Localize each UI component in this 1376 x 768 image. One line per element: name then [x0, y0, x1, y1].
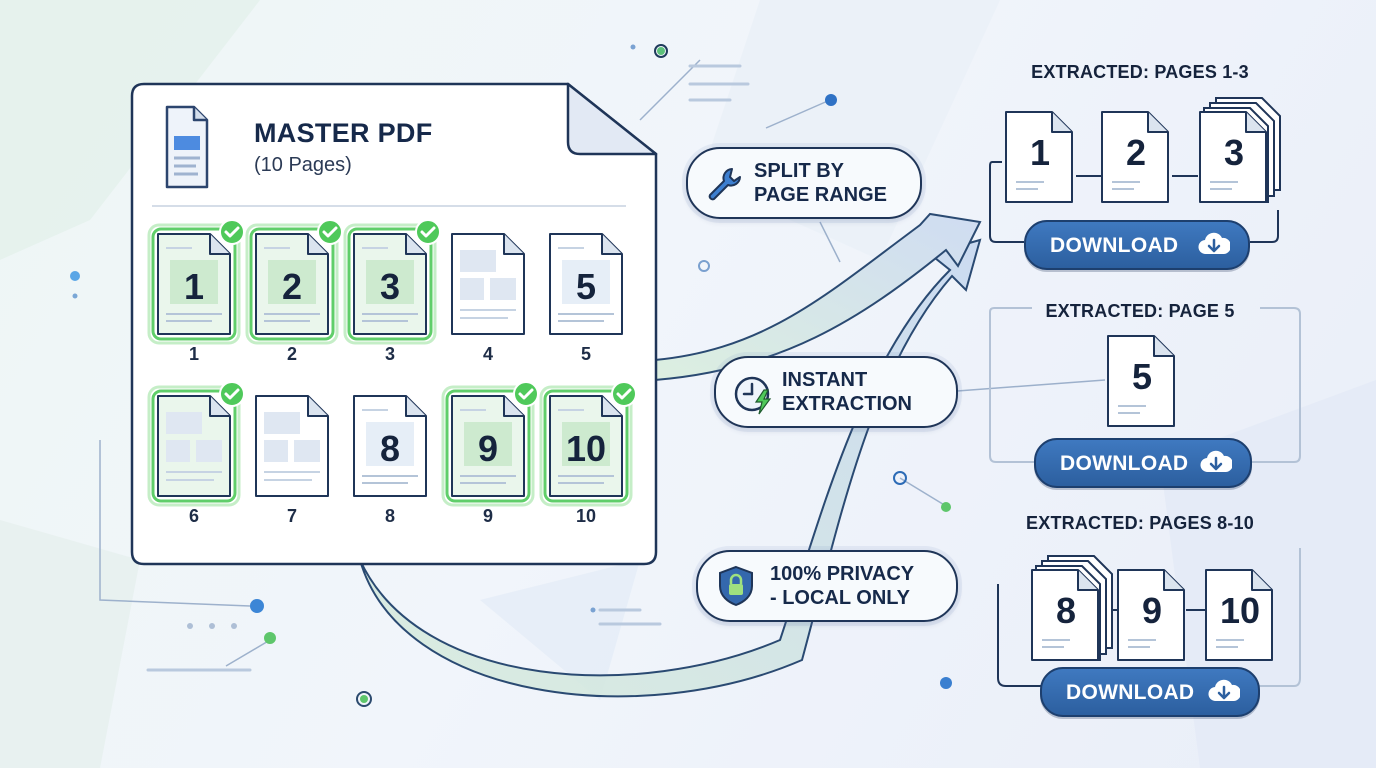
page-thumbnail-shape [441, 381, 539, 507]
page-thumbnail-label: 1 [188, 344, 199, 364]
page-thumbnail-6[interactable]: 6 [147, 381, 245, 526]
download-button-page-5[interactable]: DOWNLOAD [1034, 438, 1252, 488]
page-thumbnail-shape [343, 219, 441, 345]
page-thumbnail-shape [245, 219, 343, 345]
page-thumbnail-number: 8 [379, 428, 401, 469]
extracted-page-shape [1199, 97, 1281, 203]
download-button-pages-1-3[interactable]: DOWNLOAD [1024, 220, 1250, 270]
extracted-page-number: 10 [1219, 590, 1261, 631]
check-icon [415, 219, 441, 245]
extracted-page-shape [1005, 111, 1073, 203]
page-thumbnail-label: 8 [384, 506, 395, 526]
check-icon [513, 381, 539, 407]
split-label: SPLIT BY PAGE RANGE [754, 160, 887, 206]
check-icon [219, 219, 245, 245]
page-thumbnail-shape [147, 219, 245, 345]
page-thumbnail-label: 9 [482, 506, 493, 526]
page-thumbnail-shape [451, 233, 525, 335]
extracted-page-number: 2 [1125, 132, 1147, 173]
extracted-page-shape [1101, 111, 1169, 203]
cloud-download-icon [1208, 679, 1240, 702]
extracted-page-number: 8 [1055, 590, 1077, 631]
privacy-pill: 100% PRIVACY - LOCAL ONLY [696, 550, 958, 622]
extracted-page-2: 2 [1100, 108, 1172, 204]
page-thumbnail-7[interactable]: 7 [250, 390, 334, 526]
page-thumbnail-label: 2 [286, 344, 297, 364]
page-thumbnail-number: 2 [281, 266, 303, 307]
extracted-page-shape [1107, 335, 1175, 427]
extracted-page-number: 5 [1131, 356, 1153, 397]
extracted-page-shape [1117, 569, 1185, 661]
master-title: MASTER PDF [254, 118, 433, 148]
cloud-download-icon [1198, 232, 1230, 255]
page-thumbnail-shape [255, 395, 329, 497]
extracted-page-shape [1205, 569, 1273, 661]
page-thumbnail-4[interactable]: 4 [446, 228, 530, 364]
page-thumbnail-label: 3 [384, 344, 395, 364]
cloud-download-icon [1200, 450, 1232, 473]
extracted-page-number: 1 [1029, 132, 1051, 173]
extracted-page-number: 9 [1141, 590, 1163, 631]
instant-label: INSTANT EXTRACTION [782, 369, 912, 415]
page-thumbnail-shape [353, 395, 427, 497]
extracted-page-shape [1031, 555, 1113, 661]
page-thumbnail-shape [147, 381, 245, 507]
download-label: DOWNLOAD [1066, 681, 1195, 704]
check-icon [219, 381, 245, 407]
page-thumbnail-label: 6 [188, 506, 199, 526]
page-thumbnail-label: 10 [575, 506, 597, 526]
page-thumbnail-shape [549, 233, 623, 335]
extracted-page-3: 3 [1198, 97, 1281, 204]
page-thumbnail-10[interactable]: 10 10 [539, 381, 637, 526]
page-thumbnail-number: 3 [379, 266, 401, 307]
extracted-page-number: 3 [1223, 132, 1245, 173]
group-3-title: EXTRACTED: PAGES 8-10 [1026, 513, 1254, 533]
instant-extraction-pill: INSTANT EXTRACTION [714, 356, 958, 428]
check-icon [317, 219, 343, 245]
download-label: DOWNLOAD [1060, 452, 1189, 475]
extracted-page-5: 5 [1106, 332, 1178, 428]
group-2-title: EXTRACTED: PAGE 5 [1045, 301, 1235, 321]
page-thumbnail-number: 9 [477, 428, 499, 469]
extracted-page-9: 9 [1116, 566, 1188, 662]
extracted-page-1: 1 [1004, 108, 1076, 204]
group-1-title: EXTRACTED: PAGES 1-3 [1031, 62, 1249, 82]
group-2-bracket [989, 307, 1301, 463]
page-thumbnail-number: 10 [565, 428, 607, 469]
page-thumbnail-label: 4 [482, 344, 493, 364]
extracted-page-8: 8 [1030, 555, 1113, 662]
page-thumbnail-label: 7 [286, 506, 297, 526]
download-button-pages-8-10[interactable]: DOWNLOAD [1040, 667, 1260, 717]
page-thumbnail-label: 5 [580, 344, 591, 364]
privacy-label: 100% PRIVACY - LOCAL ONLY [770, 563, 915, 609]
page-thumbnail-number: 1 [183, 266, 205, 307]
document-icon [165, 105, 209, 189]
download-label: DOWNLOAD [1050, 234, 1179, 257]
check-icon [611, 381, 637, 407]
clock-bolt-icon [734, 376, 772, 415]
group-1-bracket [989, 161, 1279, 243]
split-by-page-range-pill: SPLIT BY PAGE RANGE [686, 147, 922, 219]
page-thumbnail-shape [539, 381, 637, 507]
wrench-icon [708, 168, 741, 201]
shield-lock-icon [719, 565, 753, 607]
page-thumbnail-number: 5 [575, 266, 597, 307]
extracted-page-10: 10 [1204, 566, 1276, 662]
master-subtitle: (10 Pages) [254, 154, 352, 176]
